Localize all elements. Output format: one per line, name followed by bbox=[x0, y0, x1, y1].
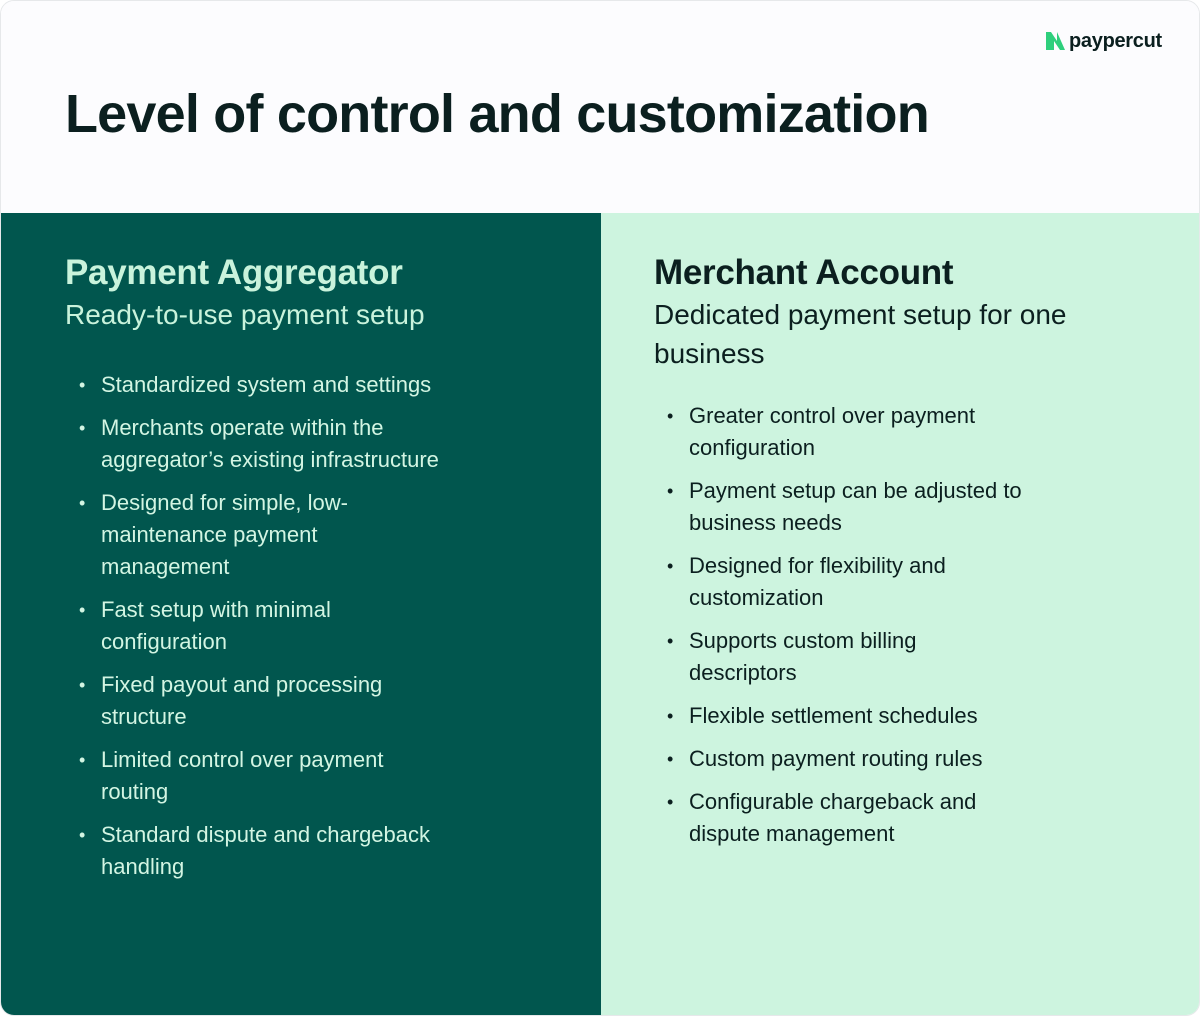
list-item-text: Flexible settlement schedules bbox=[689, 703, 978, 728]
bullet-icon: • bbox=[79, 750, 86, 770]
list-item: • Payment setup can be adjusted to busine… bbox=[667, 475, 1027, 539]
list-item-text: Fast setup with minimal configuration bbox=[101, 597, 331, 654]
list-item: • Custom payment routing rules bbox=[667, 743, 1027, 775]
column-subtitle: Dedicated payment setup for one business bbox=[654, 299, 1067, 369]
list-item-text: Configurable chargeback and dispute mana… bbox=[689, 789, 977, 846]
payment-aggregator-column: Payment Aggregator Ready-to-use payment … bbox=[1, 213, 601, 1015]
bullet-icon: • bbox=[667, 481, 674, 501]
list-item-text: Merchants operate within the aggregator’… bbox=[101, 415, 439, 472]
bullet-icon: • bbox=[667, 749, 674, 769]
bullet-icon: • bbox=[79, 418, 86, 438]
bullet-icon: • bbox=[667, 556, 674, 576]
list-item: • Fast setup with minimal configuration bbox=[79, 594, 439, 658]
paypercut-logo-icon bbox=[1046, 32, 1065, 50]
list-item: • Greater control over payment configurat… bbox=[667, 400, 1027, 464]
list-item: • Designed for simple, low-maintenance pa… bbox=[79, 487, 439, 583]
list-item: • Standard dispute and chargeback handlin… bbox=[79, 819, 439, 883]
bullet-icon: • bbox=[667, 706, 674, 726]
list-item: • Configurable chargeback and dispute man… bbox=[667, 786, 1027, 850]
list-item: • Standardized system and settings bbox=[79, 369, 439, 401]
list-item: • Designed for flexibility and customizat… bbox=[667, 550, 1027, 614]
feature-list: • Greater control over payment configurat… bbox=[667, 400, 1027, 861]
list-item-text: Designed for flexibility and customizati… bbox=[689, 553, 946, 610]
bullet-icon: • bbox=[667, 406, 674, 426]
list-item-text: Standardized system and settings bbox=[101, 372, 432, 397]
list-item: • Supports custom billing descriptors bbox=[667, 625, 1027, 689]
merchant-account-column: Merchant Account Dedicated payment setup… bbox=[601, 213, 1199, 1015]
list-item-text: Greater control over payment configurati… bbox=[689, 403, 976, 460]
column-title: Merchant Account bbox=[654, 253, 954, 292]
page-title: Level of control and customization bbox=[65, 84, 930, 144]
brand-logo: paypercut bbox=[1046, 29, 1162, 53]
column-title: Payment Aggregator bbox=[65, 253, 403, 292]
bullet-icon: • bbox=[79, 675, 86, 695]
bullet-icon: • bbox=[79, 600, 86, 620]
list-item: • Merchants operate within the aggregator… bbox=[79, 412, 439, 476]
feature-list: • Standardized system and settings • Mercha… bbox=[79, 369, 439, 894]
list-item-text: Payment setup can be adjusted to busines… bbox=[689, 478, 1022, 535]
list-item-text: Limited control over payment routing bbox=[101, 747, 384, 804]
bullet-icon: • bbox=[667, 631, 674, 651]
bullet-icon: • bbox=[79, 493, 86, 513]
column-subtitle: Ready-to-use payment setup bbox=[65, 299, 425, 330]
list-item: • Fixed payout and processing structure bbox=[79, 669, 439, 733]
list-item: • Limited control over payment routing bbox=[79, 744, 439, 808]
bullet-icon: • bbox=[79, 375, 86, 395]
brand-name: paypercut bbox=[1069, 29, 1162, 52]
bullet-icon: • bbox=[667, 792, 674, 812]
list-item: • Flexible settlement schedules bbox=[667, 700, 1027, 732]
bullet-icon: • bbox=[79, 825, 86, 845]
list-item-text: Custom payment routing rules bbox=[689, 746, 983, 771]
header: paypercut Level of control and customiza… bbox=[1, 1, 1199, 213]
list-item-text: Designed for simple, low-maintenance pay… bbox=[101, 490, 348, 579]
list-item-text: Standard dispute and chargeback handling bbox=[101, 822, 431, 879]
list-item-text: Supports custom billing descriptors bbox=[689, 628, 917, 685]
list-item-text: Fixed payout and processing structure bbox=[101, 672, 383, 729]
